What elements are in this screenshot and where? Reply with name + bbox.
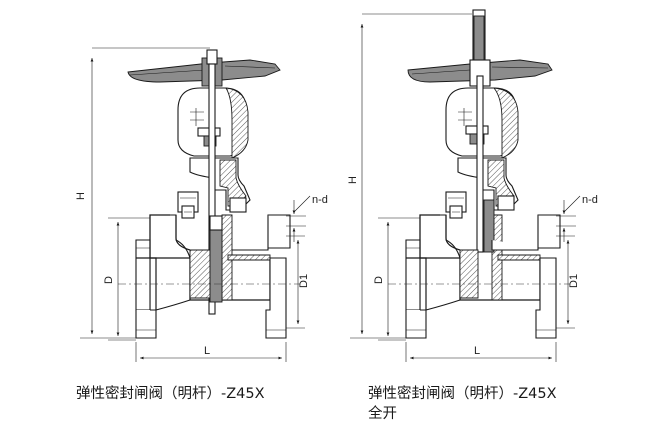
left-dim-H: H xyxy=(75,47,210,339)
right-dim-H-label: H xyxy=(347,176,359,184)
right-dim-D-label: D xyxy=(373,276,385,284)
right-handwheel xyxy=(407,59,553,87)
left-stem xyxy=(208,63,216,315)
right-dim-L: L xyxy=(405,342,557,362)
left-flanges xyxy=(135,214,291,339)
right-valve-drawing: H D D1 n-d L 弹性密封闸阀（明杆）-Z45X 全开 xyxy=(347,9,598,422)
left-dim-nd: n-d xyxy=(286,194,328,242)
right-dim-nd: n-d xyxy=(556,194,598,242)
left-handwheel xyxy=(127,49,281,87)
right-dim-H: H xyxy=(347,13,472,339)
left-bonnet xyxy=(177,157,251,219)
left-valve-drawing: H D D1 n-d L 弹性密封闸阀（明杆）-Z45X xyxy=(75,47,328,402)
right-caption-line1: 弹性密封闸阀（明杆）-Z45X xyxy=(368,385,557,402)
right-bonnet xyxy=(445,157,519,219)
right-body xyxy=(419,199,557,311)
left-dim-D1: D1 xyxy=(286,235,310,329)
left-dim-L-label: L xyxy=(204,345,210,357)
right-dim-nd-label: n-d xyxy=(582,194,598,206)
right-flanges xyxy=(405,214,561,339)
right-dim-D1: D1 xyxy=(556,235,580,329)
right-stem xyxy=(476,75,484,253)
left-dim-D: D xyxy=(103,217,150,341)
left-dim-D1-label: D1 xyxy=(298,274,310,288)
right-dim-D1-label: D1 xyxy=(568,274,580,288)
right-dim-L-label: L xyxy=(474,345,480,357)
left-dim-L: L xyxy=(135,342,287,362)
left-body xyxy=(149,214,287,311)
left-caption: 弹性密封闸阀（明杆）-Z45X xyxy=(76,385,265,402)
left-dim-nd-label: n-d xyxy=(312,194,328,206)
right-dim-D: D xyxy=(373,217,420,341)
left-dim-H-label: H xyxy=(75,192,87,200)
right-caption-line2: 全开 xyxy=(368,404,397,422)
left-dim-D-label: D xyxy=(103,276,115,284)
